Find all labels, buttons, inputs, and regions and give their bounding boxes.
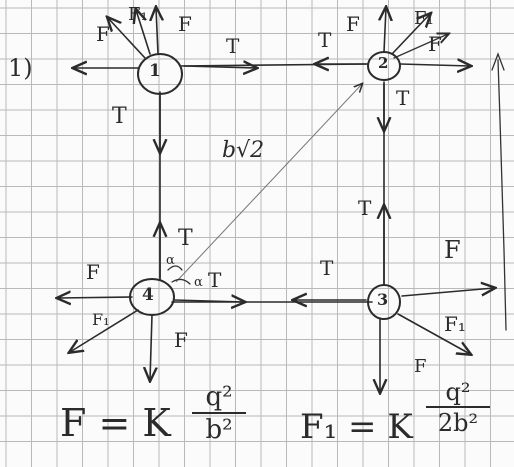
arrow-c1-diag <box>108 18 146 59</box>
formula-f1-numerator: q² <box>426 378 490 408</box>
arrow-c4-downleft <box>70 309 139 352</box>
tension-label-c1-right: T <box>226 34 240 58</box>
charge-2-label: 2 <box>378 54 389 72</box>
tension-label-c3-up: T <box>358 196 372 220</box>
formula-f1-lhs: F₁ = K <box>300 407 413 447</box>
formula-f1-fraction: q² 2b² <box>426 378 490 437</box>
tension-label-c2-down: T <box>396 86 410 110</box>
force-label-c1-c: F <box>178 12 192 36</box>
force-label-c4-down: F <box>174 328 188 352</box>
arrow-c1-up <box>156 8 158 55</box>
arrow-c3-right <box>401 288 494 297</box>
angle-arc-upper <box>167 265 183 271</box>
alpha-label-upper: α <box>166 253 175 268</box>
force-label-c1-b: F₁ <box>128 4 148 25</box>
arrow-c1-upleft <box>136 10 151 55</box>
alpha-label-lower: α <box>194 275 203 290</box>
arrow-c2-f1 <box>393 34 448 59</box>
arrow-c2-up <box>384 8 386 53</box>
force-label-c4-diag: F₁ <box>92 310 110 329</box>
formula-f-fraction: q² b² <box>192 382 246 445</box>
diagonal-4-2 <box>175 84 362 283</box>
force-label-c3-down: F <box>414 356 427 377</box>
force-label-c2-b: F₁ <box>414 8 434 29</box>
force-label-c3-diag: F₁ <box>444 312 466 336</box>
charge-3 <box>367 284 401 320</box>
tension-label-c3-left: T <box>320 256 334 280</box>
charge-4-label: 4 <box>142 285 154 305</box>
formula-f1-denominator: 2b² <box>437 409 479 437</box>
tension-label-c4-up: T <box>178 226 193 251</box>
margin-arrowhead <box>491 52 505 71</box>
tension-label-c2-left: T <box>318 28 332 52</box>
formula-f-lhs: F = K <box>60 401 171 445</box>
diagonal-label: b√2 <box>222 138 265 163</box>
arrow-c4-left <box>58 297 133 298</box>
charge-1-label: 1 <box>149 61 161 81</box>
tension-label-c4-right: T <box>208 268 222 292</box>
margin-stroke <box>497 59 507 331</box>
angle-arc-lower <box>171 278 191 285</box>
force-label-c4-left: F <box>86 260 100 284</box>
charge-3-label: 3 <box>377 290 389 309</box>
arrow-c4-down <box>150 314 152 380</box>
force-label-c2-a: F <box>346 12 360 36</box>
arrow-c2-right <box>399 64 470 66</box>
arrow-c2-upright <box>391 14 430 55</box>
force-label-c3-right: F <box>444 236 461 264</box>
arrow-c4-tension-right <box>173 300 244 302</box>
charge-1 <box>137 53 183 95</box>
force-label-c2-c: F <box>428 32 442 56</box>
arrow-c1-tension-right <box>183 66 256 68</box>
formula-f-denominator: b² <box>205 415 233 445</box>
arrow-c3-f1 <box>397 313 470 354</box>
force-label-c1-a: F <box>96 22 110 46</box>
problem-number: 1) <box>8 54 33 82</box>
formula-f-numerator: q² <box>192 382 246 414</box>
tension-label-c1-down: T <box>112 104 127 129</box>
